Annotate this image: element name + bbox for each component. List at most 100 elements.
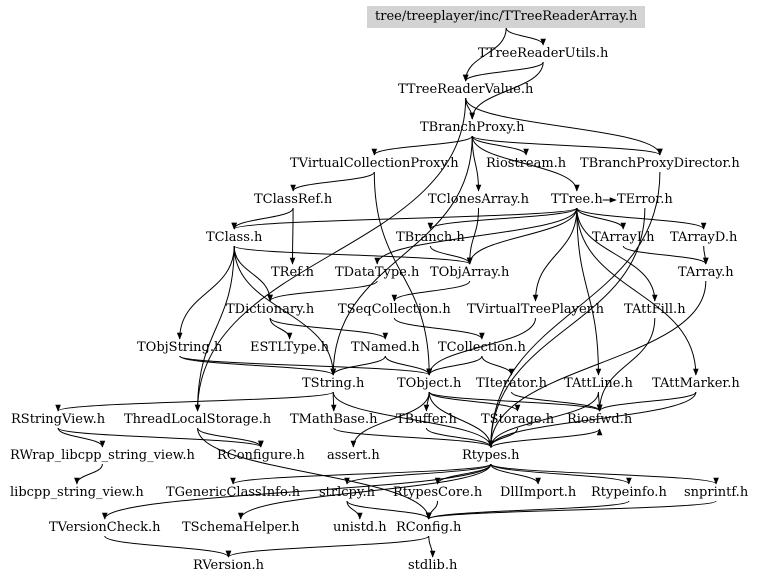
node-rwrap-libcpp-string-view[interactable]: RWrap_libcpp_string_view.h bbox=[10, 448, 195, 463]
node-tclass[interactable]: TClass.h bbox=[206, 230, 263, 245]
node-rstringview[interactable]: RStringView.h bbox=[11, 412, 106, 427]
node-tdictionary[interactable]: TDictionary.h bbox=[226, 302, 315, 317]
edge-versionCheck-to-rVersion bbox=[104, 535, 232, 558]
node-tobject[interactable]: TObject.h bbox=[397, 376, 462, 391]
node-tgenericclassinfo[interactable]: TGenericClassInfo.h bbox=[166, 485, 301, 500]
edge-rtypes-to-rtypeinfo bbox=[490, 463, 632, 485]
node-tcollection[interactable]: TCollection.h bbox=[438, 340, 526, 355]
edge-named-to-string bbox=[330, 355, 386, 376]
node-tmathbase[interactable]: TMathBase.h bbox=[290, 412, 378, 427]
node-strlcpy[interactable]: strlcpy.h bbox=[319, 485, 375, 500]
node-tversioncheck[interactable]: TVersionCheck.h bbox=[49, 520, 161, 535]
edge-branchProxy-to-riostream bbox=[471, 135, 529, 156]
node-tbranch[interactable]: TBranch.h bbox=[396, 230, 465, 245]
node-tbranchproxy[interactable]: TBranchProxy.h bbox=[420, 120, 525, 135]
edge-virtualCollectionProxy-to-classRef bbox=[290, 171, 375, 192]
edge-tree-to-arrayI bbox=[576, 207, 627, 230]
node-tbranchproxydirector[interactable]: TBranchProxyDirector.h bbox=[580, 156, 740, 171]
edge-tree-to-objArray bbox=[466, 207, 578, 265]
edge-rtypes-to-snprintf bbox=[490, 463, 719, 485]
edge-tree-to-arrayD bbox=[576, 207, 707, 230]
node-tattmarker[interactable]: TAttMarker.h bbox=[652, 376, 740, 391]
node-tarray[interactable]: TArray.h bbox=[678, 265, 734, 280]
node-tdatatype[interactable]: TDataType.h bbox=[335, 265, 420, 280]
edge-attFill-to-riosfwd bbox=[596, 317, 656, 412]
edge-collection-to-object bbox=[426, 355, 483, 376]
node-tref[interactable]: TRef.h bbox=[271, 265, 315, 280]
node-tarrayi[interactable]: TArrayI.h bbox=[592, 230, 655, 245]
edge-branchProxyDirector-to-rtypes bbox=[487, 171, 661, 448]
node-terror[interactable]: TError.h bbox=[617, 192, 673, 207]
edge-tree-to-dataType bbox=[374, 207, 578, 265]
node-rversion[interactable]: RVersion.h bbox=[193, 558, 264, 573]
node-tvirtualtreeplayer[interactable]: TVirtualTreePlayer.h bbox=[467, 302, 604, 317]
node-tclonesarray[interactable]: TClonesArray.h bbox=[428, 192, 530, 207]
edge-rwrap-to-libcppStringView bbox=[74, 463, 103, 485]
edge-branchProxy-to-branchProxyDirector bbox=[471, 135, 663, 156]
edge-seqCollection-to-collection bbox=[393, 317, 485, 340]
node-threadlocalstorage[interactable]: ThreadLocalStorage.h bbox=[124, 412, 272, 427]
edge-storage-to-rtypes bbox=[487, 427, 519, 448]
edge-rtypes-to-dllImport bbox=[490, 463, 541, 485]
edge-rtypes-to-schemaHelper bbox=[238, 463, 492, 520]
edge-rStringView-to-rwrap bbox=[57, 427, 106, 448]
edge-attLine-to-rtypes bbox=[488, 391, 599, 448]
node-rtypescore[interactable]: RtypesCore.h bbox=[393, 485, 483, 500]
node-tnamed[interactable]: TNamed.h bbox=[351, 340, 420, 355]
edge-iterator-to-riosfwd bbox=[511, 391, 603, 412]
node-tobjstring[interactable]: TObjString.h bbox=[137, 340, 223, 355]
node-riosfwd[interactable]: Riosfwd.h bbox=[567, 412, 633, 427]
edge-error-to-rtypes bbox=[487, 207, 646, 448]
edge-root-to-treeReaderValue bbox=[462, 27, 507, 82]
node-rtypeinfo[interactable]: Rtypeinfo.h bbox=[591, 485, 667, 500]
node-tvirtualcollectionproxy[interactable]: TVirtualCollectionProxy.h bbox=[290, 156, 459, 171]
node-riostream[interactable]: Riostream.h bbox=[486, 156, 567, 171]
edge-virtualTreePlayer-to-object bbox=[426, 317, 536, 376]
node-tstorage[interactable]: TStorage.h bbox=[481, 412, 555, 427]
node-root-ttreereaderarray[interactable]: tree/treeplayer/inc/TTreeReaderArray.h bbox=[367, 6, 646, 28]
node-ttreereadervalue[interactable]: TTreeReaderValue.h bbox=[398, 82, 534, 97]
node-dllimport[interactable]: DllImport.h bbox=[500, 485, 577, 500]
node-ttreereaderutils[interactable]: TTreeReaderUtils.h bbox=[478, 46, 609, 61]
edge-tree-to-virtualTreePlayer bbox=[532, 207, 578, 302]
node-rconfigure[interactable]: RConfigure.h bbox=[217, 448, 305, 463]
edge-virtualCollectionProxy-to-object bbox=[373, 171, 432, 376]
edge-attMarker-to-riosfwd bbox=[596, 391, 697, 412]
edge-threadLocalStorage-to-rConfigure bbox=[197, 427, 264, 448]
node-titerator[interactable]: TIterator.h bbox=[476, 376, 548, 391]
node-tobjarray[interactable]: TObjArray.h bbox=[430, 265, 510, 280]
edge-treeReaderUtils-to-treeReaderValue bbox=[462, 61, 544, 82]
edge-mathBase-to-rtypes bbox=[333, 427, 494, 448]
node-libcpp-string-view[interactable]: libcpp_string_view.h bbox=[10, 485, 144, 500]
node-snprintf[interactable]: snprintf.h bbox=[684, 485, 749, 500]
node-tbuffer[interactable]: TBuffer.h bbox=[396, 412, 457, 427]
edge-classRef-to-ref bbox=[289, 207, 296, 265]
edge-rConfig-to-rVersion bbox=[225, 535, 430, 558]
node-tattfill[interactable]: TAttFill.h bbox=[624, 302, 686, 317]
node-unistd[interactable]: unistd.h bbox=[333, 520, 387, 535]
node-tschemahelper[interactable]: TSchemaHelper.h bbox=[182, 520, 300, 535]
node-rtypes[interactable]: Rtypes.h bbox=[462, 448, 520, 463]
edge-branchProxy-to-tree bbox=[471, 135, 580, 192]
node-assert[interactable]: assert.h bbox=[327, 448, 380, 463]
edge-rtypes-to-genericClassInfo bbox=[230, 463, 492, 485]
edge-attLine-to-riosfwd bbox=[596, 391, 603, 412]
node-estltype[interactable]: ESTLType.h bbox=[250, 340, 330, 355]
node-stdlib[interactable]: stdlib.h bbox=[408, 558, 458, 573]
node-tclassref[interactable]: TClassRef.h bbox=[254, 192, 333, 207]
edge-rStringView-to-rConfigure bbox=[57, 427, 264, 448]
edge-rtypes-to-versionCheck bbox=[102, 463, 492, 520]
edge-rConfig-to-stdlib bbox=[428, 535, 436, 558]
node-tstring[interactable]: TString.h bbox=[302, 376, 365, 391]
node-rconfig[interactable]: RConfig.h bbox=[396, 520, 462, 535]
edge-root-to-treeReaderUtils bbox=[505, 27, 546, 46]
node-tarrayd[interactable]: TArrayD.h bbox=[670, 230, 738, 245]
edge-threadLocalStorage-to-rConfig bbox=[197, 427, 432, 520]
node-tseqcollection[interactable]: TSeqCollection.h bbox=[338, 302, 451, 317]
node-ttree[interactable]: TTree.h bbox=[551, 192, 603, 207]
edge-treeReaderValue-to-branchProxyDirector bbox=[465, 97, 663, 156]
node-tattline[interactable]: TAttLine.h bbox=[564, 376, 633, 391]
edge-object-to-riosfwd bbox=[428, 391, 603, 412]
